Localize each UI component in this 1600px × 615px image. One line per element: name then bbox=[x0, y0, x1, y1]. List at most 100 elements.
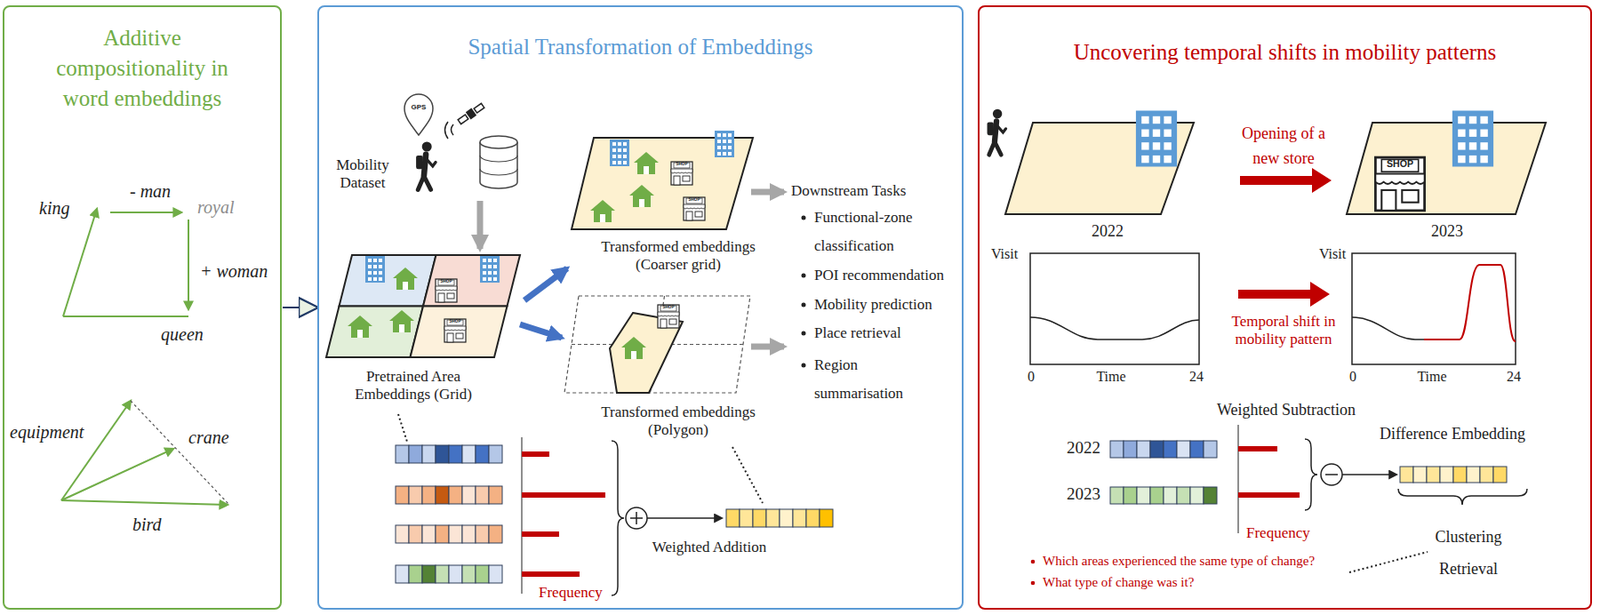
illustration-part bbox=[717, 133, 721, 137]
illustration-part bbox=[435, 445, 449, 464]
shop-sign-text: SHOP bbox=[1386, 159, 1414, 169]
diagram-label: Transformed embeddings (Polygon) bbox=[589, 403, 768, 440]
illustration-part bbox=[722, 133, 727, 137]
illustration-part bbox=[462, 565, 476, 584]
illustration-part bbox=[617, 160, 622, 165]
grid-cell bbox=[423, 255, 520, 307]
illustration-part bbox=[444, 326, 466, 331]
illustration-part bbox=[1150, 487, 1164, 504]
illustration-part bbox=[1440, 466, 1454, 483]
illustration-part bbox=[639, 199, 645, 208]
illustration-part bbox=[368, 277, 372, 281]
vector-arrow bbox=[187, 219, 190, 310]
diagram-label: 2023 bbox=[1066, 484, 1101, 505]
illustration-part bbox=[600, 214, 606, 223]
diagram-label: Weighted Subtraction bbox=[1216, 400, 1356, 421]
illustration-part bbox=[373, 277, 377, 281]
illustration-part bbox=[395, 565, 409, 584]
illustration-part bbox=[435, 525, 449, 544]
illustration-part bbox=[408, 565, 423, 584]
illustration-part bbox=[1203, 487, 1217, 504]
illustration-part bbox=[1401, 190, 1418, 203]
illustration-part bbox=[1493, 466, 1507, 483]
illustration-part bbox=[475, 565, 489, 584]
illustration-part bbox=[728, 145, 732, 150]
illustration-part bbox=[992, 109, 1003, 120]
illustration-part bbox=[671, 161, 693, 185]
illustration-part bbox=[1152, 155, 1160, 163]
arrow bbox=[647, 517, 722, 519]
illustration-part bbox=[368, 258, 372, 263]
shop-sign-text: SHOP bbox=[688, 198, 700, 203]
illustration-part bbox=[1480, 155, 1488, 163]
illustration-part bbox=[714, 130, 735, 158]
visit-curve-shift bbox=[1424, 264, 1516, 342]
shop-sign-text: SHOP bbox=[448, 320, 461, 325]
illustration-part bbox=[1141, 142, 1149, 150]
diagram-label: Place retrieval bbox=[814, 319, 902, 348]
diagram-label: 24 bbox=[1506, 368, 1521, 385]
illustration-part bbox=[488, 264, 492, 269]
diagram-label: Mobility prediction bbox=[814, 290, 933, 320]
illustration-part bbox=[447, 320, 464, 326]
diagram-label: GPS bbox=[411, 104, 427, 112]
illustration-part bbox=[726, 509, 740, 528]
illustration-part bbox=[422, 565, 436, 584]
embedding-vector bbox=[1110, 487, 1217, 504]
arrow bbox=[1342, 473, 1397, 475]
diagram-label: queen bbox=[160, 323, 204, 345]
illustration-part bbox=[475, 525, 489, 544]
illustration-part bbox=[373, 264, 377, 269]
diagram-label: Frequency bbox=[1246, 524, 1311, 543]
illustration-part bbox=[1163, 116, 1171, 124]
illustration-part bbox=[473, 103, 485, 113]
illustration-part bbox=[488, 277, 492, 281]
illustration-part bbox=[482, 258, 487, 263]
illustration-part bbox=[1141, 155, 1149, 163]
illustration-part bbox=[683, 197, 705, 221]
illustration-part bbox=[623, 160, 627, 165]
embedding-vector bbox=[1110, 440, 1217, 458]
illustration-part bbox=[435, 565, 449, 584]
illustration-part bbox=[389, 310, 415, 333]
illustration-part bbox=[448, 445, 463, 464]
illustration-part bbox=[612, 154, 616, 159]
illustration-part bbox=[395, 445, 409, 464]
illustration-part bbox=[1152, 142, 1160, 150]
panel: Uncovering temporal shifts in mobility p… bbox=[977, 5, 1592, 610]
bullet bbox=[801, 303, 807, 308]
illustration-part bbox=[1469, 116, 1477, 124]
illustration-part bbox=[722, 139, 727, 144]
illustration-part bbox=[378, 258, 383, 263]
diagram-label: Time bbox=[1416, 368, 1447, 385]
grid-cell bbox=[326, 306, 424, 359]
illustration-part bbox=[623, 154, 627, 159]
illustration-part bbox=[422, 445, 436, 464]
illustration-part bbox=[1152, 129, 1160, 137]
illustration-part bbox=[1381, 159, 1418, 172]
diagram-label: + woman bbox=[200, 260, 268, 282]
diagram-label: POI recommendation bbox=[814, 261, 944, 290]
diagram-label: Clustering bbox=[1435, 528, 1503, 548]
illustration-part bbox=[1480, 116, 1488, 124]
illustration-part bbox=[657, 304, 680, 328]
illustration-part bbox=[1480, 466, 1494, 483]
grey-arrow bbox=[751, 344, 784, 351]
shop-icon bbox=[671, 161, 693, 185]
walking-person bbox=[416, 142, 436, 191]
diagram-label: What type of change was it? bbox=[1042, 574, 1194, 591]
diagram-label: - man bbox=[129, 180, 171, 202]
brace bbox=[1304, 439, 1318, 511]
illustration-part bbox=[357, 329, 363, 338]
illustration-part bbox=[660, 319, 667, 328]
illustration-part bbox=[1375, 174, 1424, 185]
illustration-part bbox=[1163, 142, 1171, 150]
minus-operator bbox=[1320, 464, 1343, 486]
signal-waves bbox=[445, 121, 455, 139]
illustration-part bbox=[1381, 159, 1418, 172]
house-icon bbox=[633, 152, 659, 175]
diagram-label: Time bbox=[1096, 368, 1126, 385]
